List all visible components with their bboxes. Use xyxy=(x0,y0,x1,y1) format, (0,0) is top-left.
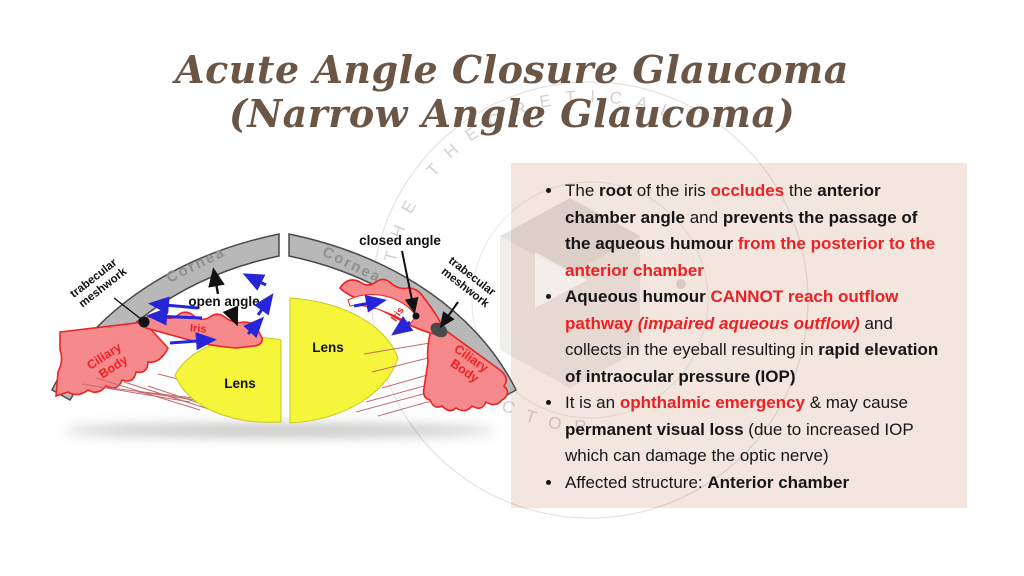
title-line-1: Acute Angle Closure Glaucoma xyxy=(175,47,849,92)
lens-shape-right xyxy=(289,297,399,424)
text-segment: from the posterior to the anterior chamb… xyxy=(565,234,936,280)
text-segment: rapid elevation of intraocular pressure … xyxy=(565,340,939,386)
text-segment: occludes xyxy=(710,181,785,200)
open-angle-diagram: Cornea Lens Iris Ciliary Bo xyxy=(51,233,282,423)
text-segment: permanent visual loss xyxy=(565,419,744,439)
text-segment: the xyxy=(784,181,818,200)
text-segment: and xyxy=(685,207,723,227)
title-line-2: (Narrow Angle Glaucoma) xyxy=(228,91,796,137)
text-segment: Aqueous humour xyxy=(565,287,711,306)
lens-label-left: Lens xyxy=(224,376,256,391)
open-angle-arrow-up xyxy=(208,267,225,295)
open-angle-arrow-down xyxy=(222,305,239,327)
aqueous-flow-arrows-right xyxy=(353,294,414,336)
trabecular-label-right: trabecular meshwork xyxy=(438,255,500,311)
bullet-item: The root of the iris occludes the anteri… xyxy=(563,178,945,284)
closed-angle-pointer xyxy=(401,250,419,314)
aqueous-flow-arrows-left xyxy=(146,273,274,351)
lens-label-right: Lens xyxy=(312,340,344,355)
text-segment: ophthalmic emergency xyxy=(619,393,805,412)
text-segment: (due to increased IOP which can damage t… xyxy=(565,419,914,466)
iris-label-left: Iris xyxy=(190,322,207,335)
text-segment: CANNOT reach outflow pathway xyxy=(565,287,899,333)
bullet-text-block: The root of the iris occludes the anteri… xyxy=(511,169,967,496)
closed-angle-dot xyxy=(412,312,420,320)
closed-angle-label: closed angle xyxy=(359,233,441,248)
text-segment: Affected structure: xyxy=(565,472,708,492)
text-segment: It is an xyxy=(565,393,620,412)
text-segment: anterior chamber angle xyxy=(565,181,881,227)
trabecular-pointer-left xyxy=(113,297,142,320)
text-segment: and collects in the eyeball resulting in xyxy=(565,313,893,360)
bullet-item: Aqueous humour CANNOT reach outflow path… xyxy=(563,284,945,390)
diagram-shadow xyxy=(64,424,494,437)
bullet-item: Affected structure: Anterior chamber xyxy=(563,470,945,497)
info-panel xyxy=(511,163,967,508)
bullet-item: It is an ophthalmic emergency & may caus… xyxy=(563,390,945,470)
closed-angle-diagram: Cornea Lens Ciliary Body Iris xyxy=(288,233,517,424)
ciliary-body-shape-left xyxy=(55,321,169,398)
ciliary-body-shape-right xyxy=(422,320,509,412)
open-angle-label: open angle xyxy=(188,294,260,309)
text-segment: & may cause xyxy=(804,393,908,412)
text-segment: prevents the passage of the aqueous humo… xyxy=(565,207,918,254)
text-segment: Anterior chamber xyxy=(707,472,850,492)
text-segment: of the iris xyxy=(632,181,711,200)
bullet-list: The root of the iris occludes the anteri… xyxy=(511,169,967,496)
text-segment: The xyxy=(565,181,600,200)
text-segment: root xyxy=(599,181,633,200)
eye-angle-diagram: Cornea Lens Iris Ciliary Bo xyxy=(51,233,517,424)
text-segment: (impaired aqueous outflow) xyxy=(637,313,860,333)
slide-title: Acute Angle Closure Glaucoma (Narrow Ang… xyxy=(0,47,1024,137)
trabecular-pointer-right xyxy=(439,301,459,329)
